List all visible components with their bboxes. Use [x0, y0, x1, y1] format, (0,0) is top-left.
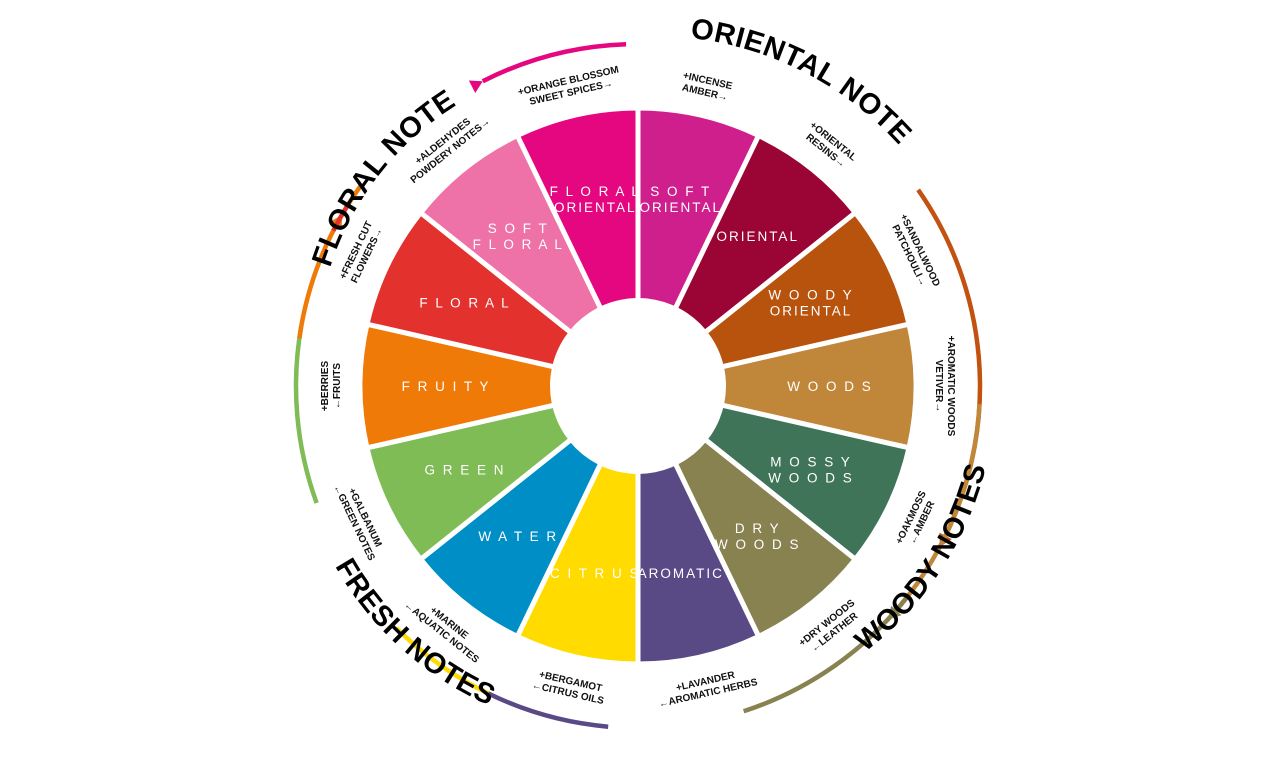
- segment-label-line: M O S S Y: [770, 454, 852, 469]
- aromatic-arc: [487, 691, 609, 729]
- segment-ring: [357, 105, 919, 667]
- note-label-line: ←FRUITS: [332, 363, 343, 409]
- outer-arc-ring: [293, 41, 983, 729]
- family-title-floral: FLORAL NOTES: [0, 0, 461, 270]
- segment-label-line: W O O D S: [715, 537, 801, 552]
- note-label-berries-fruits: +BERRIES←FRUITS: [320, 361, 343, 412]
- segment-label-line: G R E E N: [425, 462, 506, 477]
- segment-label-floral: F L O R A L: [419, 296, 510, 311]
- wheel-center: [550, 298, 726, 474]
- segment-label-line: W O O D Y: [768, 288, 853, 303]
- segment-label-line: F L O R A L: [473, 237, 564, 252]
- segment-label-oriental: ORIENTAL: [716, 229, 799, 244]
- floral-arrow-icon: [468, 80, 483, 93]
- citrus-arc: [394, 626, 490, 696]
- segment-label-line: ORIENTAL: [770, 304, 853, 319]
- segment-label-line: C I T R U S: [550, 566, 641, 581]
- note-label-orange-blossom-spices: +ORANGE BLOSSOMSWEET SPICES→: [517, 65, 623, 110]
- segment-label-woods: W O O D S: [787, 379, 873, 394]
- note-label-line: +BERRIES: [320, 361, 331, 412]
- segment-label-fruity: F R U I T Y: [402, 379, 491, 394]
- floral-red-arc: [331, 203, 350, 232]
- segment-label-aromatic: AROMATIC: [638, 566, 724, 581]
- segment-label-line: ORIENTAL: [639, 200, 722, 215]
- green-arc: [293, 326, 319, 504]
- segment-label-line: W A T E R: [478, 529, 558, 544]
- woody-arrow-icon: [888, 605, 902, 620]
- segment-label-line: AROMATIC: [638, 566, 724, 581]
- segment-label-green: G R E E N: [425, 462, 506, 477]
- note-label-lavander-herbs: +LAVANDER←AROMATIC HERBS: [655, 665, 759, 710]
- fruity-arc: [297, 183, 364, 339]
- segment-label-line: F L O R A L: [550, 184, 641, 199]
- note-label-aromatic-woods-vetiver: +AROMATIC WOODSVETIVER→: [933, 336, 956, 437]
- note-label-line: +AROMATIC WOODS: [945, 336, 956, 437]
- segment-label-line: S O F T: [488, 221, 549, 236]
- segment-label-line: F R U I T Y: [402, 379, 491, 394]
- note-label-line: VETIVER→: [933, 360, 944, 413]
- note-label-incense-amber: +INCENSEAMBER→: [679, 70, 733, 104]
- segment-label-line: W O O D S: [787, 379, 873, 394]
- note-label-bergamot-citrus: +BERGAMOT←CITRUS OILS: [531, 668, 608, 707]
- segment-label-line: D R Y: [735, 521, 781, 536]
- segment-label-line: F L O R A L: [419, 296, 510, 311]
- segment-label-line: ORIENTAL: [554, 200, 637, 215]
- floral-arc: [481, 41, 627, 84]
- segment-label-line: S O F T: [650, 184, 711, 199]
- segment-label-citrus: C I T R U S: [550, 566, 641, 581]
- segment-label-line: W O O D S: [768, 470, 854, 485]
- segment-label-water: W A T E R: [478, 529, 558, 544]
- segment-label-line: ORIENTAL: [716, 229, 799, 244]
- woods-arc: [898, 403, 982, 608]
